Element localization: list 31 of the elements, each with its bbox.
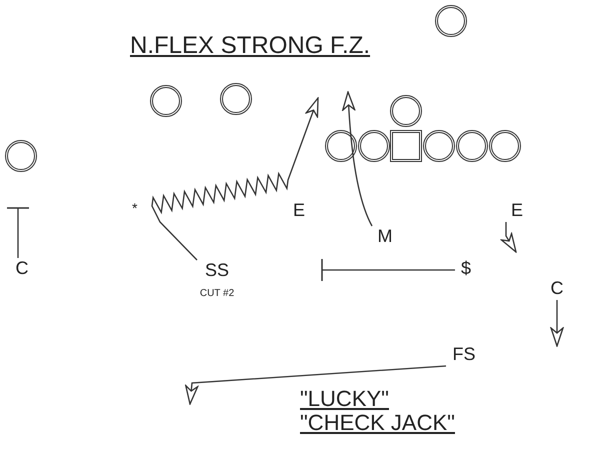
assignment-note: CUT #2 bbox=[200, 288, 234, 300]
asterisk-mark: * bbox=[132, 200, 138, 216]
player-label: SS bbox=[204, 260, 229, 280]
player-circle bbox=[220, 83, 252, 115]
player-label: E bbox=[510, 200, 523, 220]
player-label: M bbox=[378, 226, 392, 246]
player-circle bbox=[456, 130, 488, 162]
route-line bbox=[151, 97, 319, 260]
call-text: "CHECK JACK" bbox=[300, 410, 455, 436]
route-line bbox=[321, 258, 455, 282]
player-circle bbox=[423, 130, 455, 162]
route-line bbox=[500, 222, 517, 253]
call-text: "LUCKY" bbox=[300, 386, 389, 412]
player-label: E bbox=[292, 200, 305, 220]
route-line bbox=[185, 365, 446, 405]
player-label: $ bbox=[460, 258, 471, 278]
player-label: C bbox=[16, 258, 28, 278]
route-line bbox=[342, 91, 373, 226]
player-label: FS bbox=[452, 344, 476, 364]
player-label: C bbox=[550, 278, 564, 298]
route-line bbox=[6, 207, 30, 258]
play-title: N.FLEX STRONG F.Z. bbox=[130, 32, 370, 60]
player-circle bbox=[150, 85, 182, 117]
player-circle bbox=[390, 95, 422, 127]
player-circle bbox=[435, 5, 467, 37]
player-circle bbox=[358, 130, 390, 162]
player-circle bbox=[5, 140, 37, 172]
player-circle bbox=[489, 130, 521, 162]
center-square bbox=[390, 130, 422, 162]
route-line bbox=[550, 300, 564, 347]
player-circle bbox=[325, 130, 357, 162]
